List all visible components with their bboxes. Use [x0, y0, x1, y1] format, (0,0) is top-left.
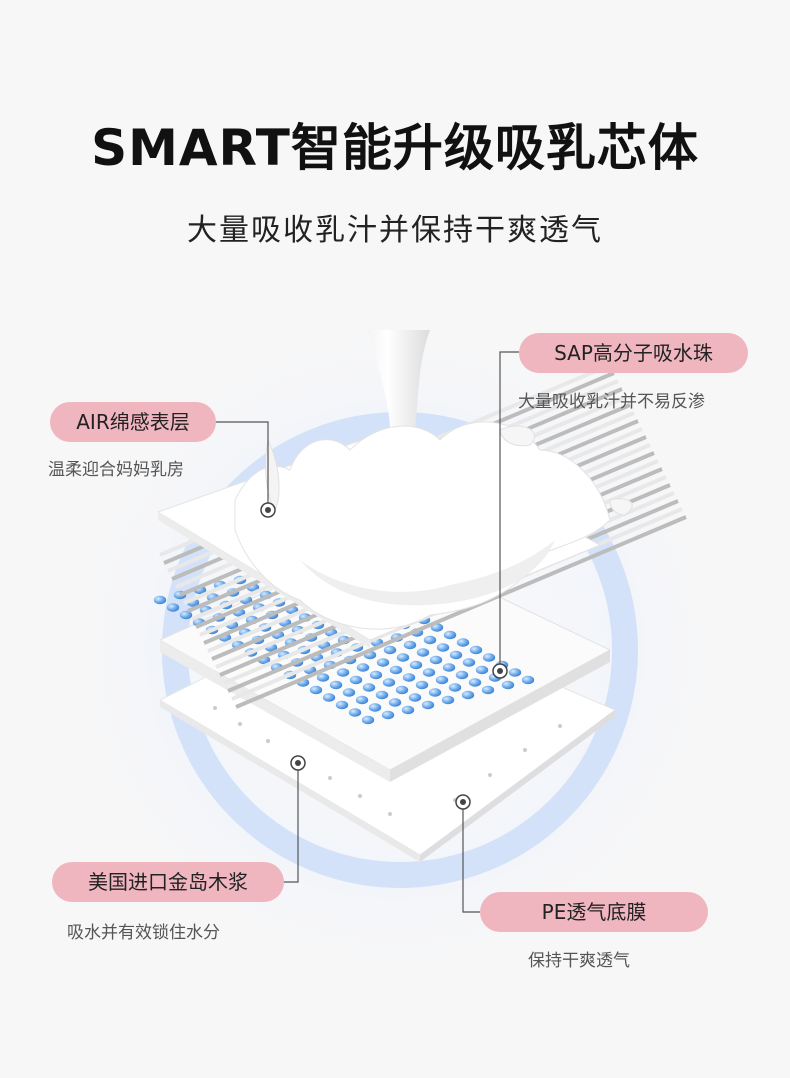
sap-bead: [462, 658, 476, 667]
sap-bead: [349, 675, 363, 685]
sap-bead: [441, 695, 455, 705]
sap-bead: [369, 670, 383, 680]
sap-bead: [461, 690, 475, 700]
sap-bead: [381, 710, 395, 720]
sap-bead: [521, 675, 535, 685]
sap-bead: [336, 668, 350, 677]
sap-bead: [416, 648, 430, 657]
sap-bead: [403, 640, 417, 650]
sap-bead: [468, 678, 482, 687]
sap-bead: [383, 645, 397, 655]
sap-bead: [475, 665, 489, 675]
sap-bead: [408, 693, 422, 702]
sap-bead: [508, 668, 522, 677]
sap-bead: [389, 665, 403, 675]
sap-bead: [435, 675, 449, 685]
sap-bead: [376, 658, 390, 667]
sap-bead: [448, 683, 462, 692]
page-subtitle: 大量吸收乳汁并保持干爽透气: [187, 213, 603, 248]
sap-bead: [361, 715, 375, 725]
sap-bead: [449, 650, 463, 660]
sap-bead: [443, 630, 457, 640]
sap-bead: [322, 693, 336, 702]
sap-bead: [316, 673, 330, 682]
leader-lines: [212, 351, 519, 913]
pe-film-edge-right: [420, 710, 615, 862]
sap-bead: [362, 683, 376, 692]
pe-label-pill: PE透气底膜: [480, 892, 708, 932]
sap-bead: [456, 638, 470, 647]
sap-bead: [395, 685, 409, 695]
air-description: 温柔迎合妈妈乳房: [48, 460, 184, 480]
leader-line-pulp: [282, 763, 299, 883]
sap-bead: [382, 678, 396, 687]
air-label-pill: AIR绵感表层: [50, 402, 216, 442]
sap-bead: [166, 603, 180, 612]
milk-droplet: [499, 425, 536, 447]
sap-bead: [342, 688, 356, 697]
sap-bead: [428, 688, 442, 697]
wood-pulp-edge-right: [390, 650, 610, 782]
leader-markers: [260, 502, 508, 810]
sap-bead: [309, 685, 323, 695]
milk-splash-shadow: [300, 540, 555, 606]
sap-bead: [179, 610, 193, 620]
sap-bead: [421, 700, 435, 710]
sap-bead: [422, 668, 436, 677]
sap-bead: [423, 635, 437, 645]
sap-bead: [153, 595, 167, 605]
sap-bead: [368, 703, 382, 712]
leader-line-pe: [462, 802, 480, 913]
milk-droplet: [609, 498, 633, 516]
sap-description: 大量吸收乳汁并不易反渗: [518, 392, 705, 412]
pulp-description: 吸水并有效锁住水分: [67, 923, 220, 943]
sap-bead: [402, 673, 416, 682]
air-top-edge: [158, 512, 370, 648]
sap-bead: [481, 685, 495, 695]
pe-film-edge: [160, 700, 420, 862]
sap-bead: [455, 670, 469, 680]
sap-bead: [396, 653, 410, 662]
sap-bead: [355, 695, 369, 705]
sap-bead: [442, 663, 456, 672]
sap-label-pill: SAP高分子吸水珠: [519, 333, 748, 373]
sap-bead: [329, 680, 343, 690]
stripe-line: [235, 515, 687, 709]
wood-pulp-edge: [160, 640, 390, 782]
pe-film-holes: [213, 706, 562, 816]
sap-bead: [436, 643, 450, 652]
sap-bead: [348, 708, 362, 717]
sap-bead: [409, 660, 423, 670]
sap-bead: [356, 663, 370, 672]
sap-bead: [429, 655, 443, 665]
sap-bead: [501, 680, 515, 690]
sap-bead: [401, 705, 415, 715]
sap-bead: [375, 690, 389, 700]
leader-line-air: [212, 421, 269, 510]
leader-line-sap: [499, 351, 519, 670]
pulp-label-pill: 美国进口金岛木浆: [52, 862, 284, 902]
pe-description: 保持干爽透气: [528, 951, 630, 971]
sap-bead: [469, 645, 483, 655]
page-title: SMART智能升级吸乳芯体: [91, 119, 699, 177]
sap-bead: [415, 680, 429, 690]
milk-stream: [345, 330, 430, 600]
sap-bead: [482, 653, 496, 662]
sap-bead: [335, 700, 349, 710]
sap-bead: [388, 698, 402, 707]
